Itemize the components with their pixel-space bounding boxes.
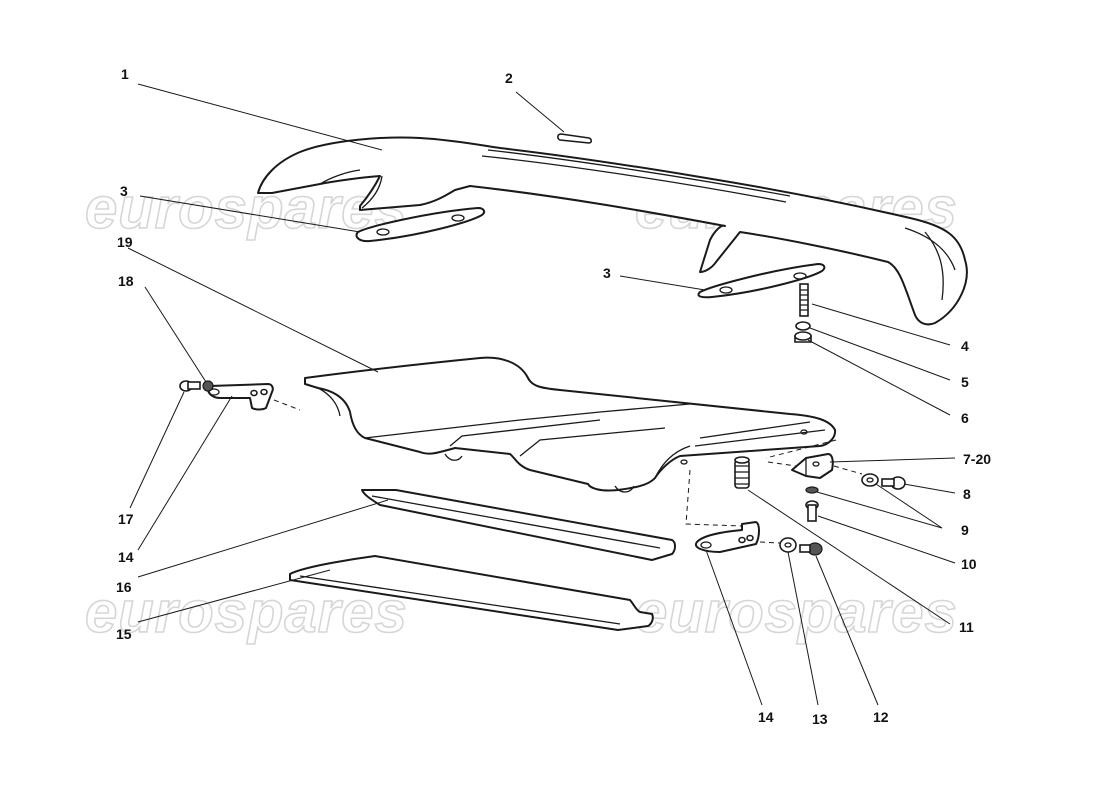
bracket-right-part-14 [694, 521, 760, 553]
rubber-bump-part-11 [734, 456, 750, 489]
bolt-part-17 [179, 380, 201, 392]
bolt-part-12 [799, 542, 823, 556]
alignment-lines [273, 399, 863, 544]
pin-part-2 [557, 133, 593, 144]
callout-17: 17 [118, 511, 134, 527]
callout-4: 4 [961, 338, 969, 354]
callout-8: 8 [963, 486, 971, 502]
watermark-layer: eurospares eurospares eurospares eurospa… [84, 175, 958, 646]
mount-plate-right [697, 263, 826, 299]
washer-part-5 [795, 321, 811, 331]
callout-18: 18 [118, 273, 134, 289]
cover-panel [289, 555, 654, 631]
washer-part-9b [805, 486, 819, 494]
nut-part-18 [202, 380, 214, 392]
bracket-7-20 [791, 453, 834, 479]
callout-5: 5 [961, 374, 969, 390]
callout-3-left: 3 [120, 183, 128, 199]
callout-14-bottom: 14 [758, 709, 774, 725]
leader-lines [127, 83, 956, 706]
callout-11: 11 [959, 619, 974, 635]
callout-12: 12 [873, 709, 889, 725]
rear-wing-spoiler [257, 136, 968, 326]
bolt-part-8 [881, 476, 906, 490]
callout-10: 10 [961, 556, 977, 572]
watermark-top-left: eurospares [85, 176, 408, 241]
washer-part-9a [861, 473, 879, 487]
seal-strip [361, 489, 676, 561]
engine-lid-tray [304, 356, 837, 493]
mount-plate-left [355, 207, 486, 243]
callout-16: 16 [116, 579, 132, 595]
callout-13: 13 [812, 711, 828, 727]
callout-1: 1 [121, 66, 129, 82]
callout-15: 15 [116, 626, 132, 642]
bolt-part-10 [805, 500, 819, 522]
callout-19: 19 [117, 234, 133, 250]
callout-labels: 1 2 3 3 4 5 6 7-20 8 9 10 11 12 13 14 14… [116, 66, 991, 727]
callout-6: 6 [961, 410, 969, 426]
callout-9: 9 [961, 522, 969, 538]
callout-2: 2 [505, 70, 513, 86]
stud-part-4 [799, 283, 809, 317]
watermark-bottom-right: eurospares [635, 580, 958, 645]
bracket-left-part-14 [206, 383, 274, 411]
watermark-bottom-left: eurospares [85, 580, 408, 645]
washer-part-13 [779, 537, 797, 553]
callout-3-right: 3 [603, 265, 611, 281]
callout-14-left: 14 [118, 549, 134, 565]
callout-7-20: 7-20 [963, 451, 991, 467]
